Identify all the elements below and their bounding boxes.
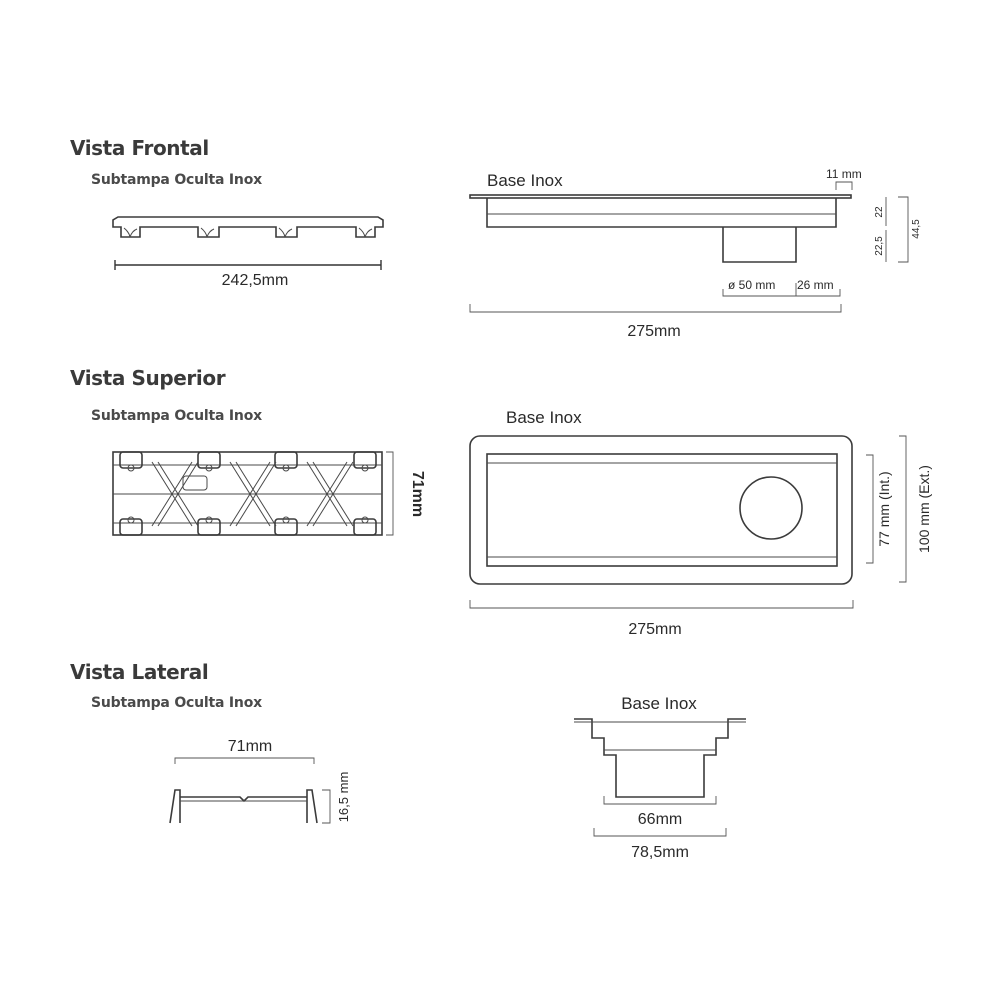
section-subtitle-lateral: Subtampa Oculta Inox	[91, 695, 262, 711]
dimension-subtampa-width: 242,5mm	[114, 260, 382, 289]
dimension-base-width-superior: 275mm	[469, 600, 854, 638]
dimension-inner: 66mm	[603, 796, 717, 828]
section-title-lateral: Vista Lateral	[70, 660, 209, 684]
label-22: 22	[874, 206, 885, 218]
label-subtampa-lateral-width: 71mm	[228, 738, 272, 755]
dimension-subtampa-lateral-width: 71mm	[174, 738, 315, 764]
dimension-exterior: 100 mm (Ext.)	[899, 435, 932, 583]
label-base-inox-lateral: Base Inox	[621, 694, 697, 713]
dimension-outer: 78,5mm	[593, 828, 727, 861]
label-22-5: 22,5	[874, 236, 885, 256]
label-inner-width: 66mm	[638, 811, 682, 828]
label-outer-width: 78,5mm	[631, 844, 689, 861]
dimension-subtampa-depth: 71mm	[386, 451, 426, 536]
label-base-inox-frontal: Base Inox	[487, 171, 563, 190]
section-title-superior: Vista Superior	[70, 366, 226, 390]
label-26mm: 26 mm	[797, 278, 834, 292]
dimension-flange: 11 mm	[826, 167, 862, 190]
subtampa-side-view	[169, 789, 318, 824]
subtampa-front-view	[112, 216, 384, 238]
label-base-inox-superior: Base Inox	[506, 408, 582, 427]
label-base-width-superior: 275mm	[628, 621, 681, 638]
base-top-view	[469, 435, 853, 585]
label-flange: 11 mm	[826, 167, 862, 181]
label-base-width-frontal: 275mm	[627, 323, 680, 340]
base-side-view	[574, 718, 746, 798]
dimension-interior: 77 mm (Int.)	[866, 454, 892, 564]
label-44-5: 44,5	[911, 219, 922, 239]
label-exterior-width: 100 mm (Ext.)	[916, 465, 932, 553]
label-subtampa-width: 242,5mm	[222, 272, 289, 289]
subtampa-top-view	[112, 451, 383, 536]
base-front-view	[469, 194, 852, 263]
label-subtampa-depth: 71mm	[409, 471, 426, 517]
label-outlet-diameter: ø 50 mm	[728, 278, 775, 292]
section-subtitle-superior: Subtampa Oculta Inox	[91, 408, 262, 424]
label-interior-width: 77 mm (Int.)	[876, 471, 892, 546]
dimension-heights: 22 22,5 44,5	[874, 196, 922, 263]
label-subtampa-height: 16,5 mm	[336, 772, 351, 823]
dimension-subtampa-height: 16,5 mm	[322, 772, 351, 824]
dimension-base-width-frontal: 275mm	[469, 304, 842, 340]
section-subtitle-frontal: Subtampa Oculta Inox	[91, 172, 262, 188]
section-title-frontal: Vista Frontal	[70, 136, 209, 160]
dimension-outlet: ø 50 mm 26 mm	[722, 278, 841, 297]
